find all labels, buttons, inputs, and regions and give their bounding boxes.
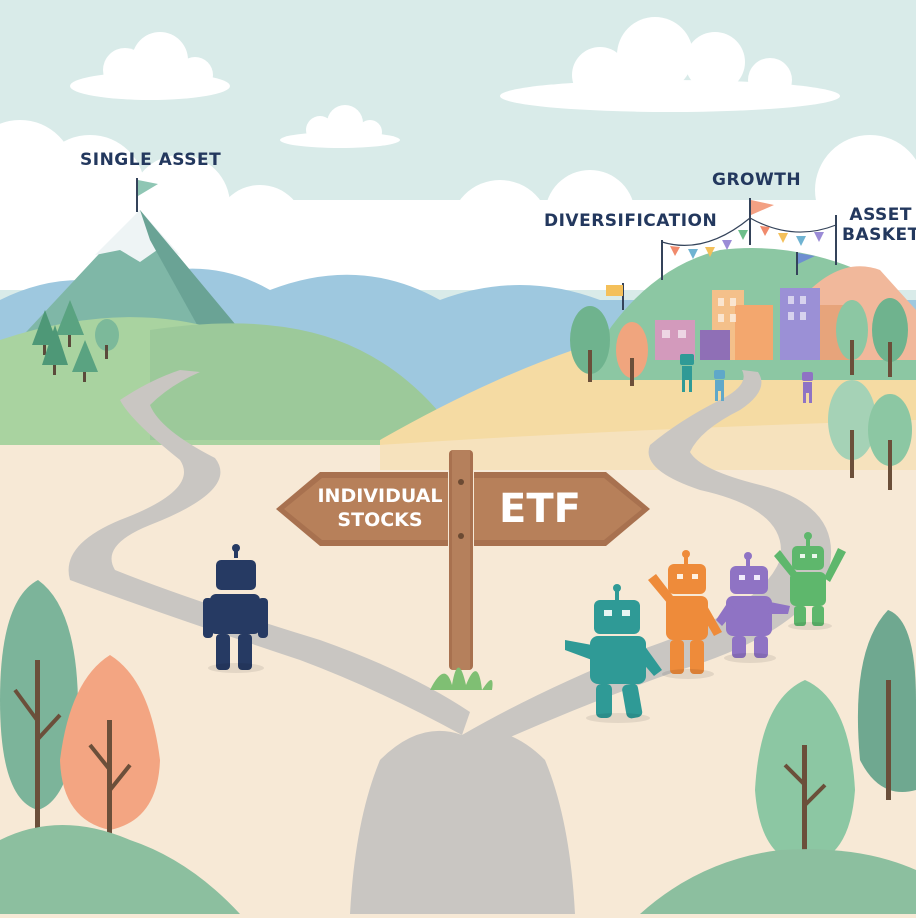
signpost-icon (276, 450, 650, 690)
town-trees (570, 298, 912, 490)
robot-purple-icon (716, 552, 790, 658)
middle-hill (150, 323, 460, 440)
robot-teal-icon (565, 584, 662, 719)
label-growth: GROWTH (712, 170, 802, 190)
label-basket-line: BASKET (842, 225, 916, 245)
sign-left-line2: STOCKS (337, 509, 423, 531)
mountain-peak-flag-icon (136, 178, 158, 212)
left-bush (0, 825, 240, 914)
tree-icon (828, 380, 876, 478)
tree-icon (0, 580, 79, 830)
label-asset-line: ASSET (849, 205, 912, 225)
robot-icon (714, 370, 725, 401)
tree-icon (616, 322, 648, 386)
foreground-right-trees (640, 610, 916, 914)
paths (68, 370, 832, 914)
distant-robots (680, 354, 813, 403)
left-hill-trees (32, 300, 119, 382)
bunting-flags-icon (606, 198, 837, 310)
cloud-icon (280, 105, 400, 148)
robot-icon (802, 372, 813, 403)
foreground-left-trees (0, 580, 240, 914)
label-asset-basket: ASSET BASKET (842, 205, 916, 245)
sign-etf: ETF (499, 486, 581, 532)
tree-icon (60, 655, 160, 860)
cloud-icon (70, 32, 230, 100)
tree-icon (872, 298, 908, 377)
robot-icon (680, 354, 694, 392)
label-single-asset: SINGLE ASSET (80, 150, 222, 170)
robot-green-icon (774, 532, 846, 626)
sign-individual-stocks: INDIVIDUAL STOCKS (300, 484, 460, 532)
tree-icon (755, 680, 855, 865)
tree-icon (95, 319, 119, 359)
right-bush (640, 849, 916, 914)
sign-left-line1: INDIVIDUAL (317, 485, 443, 507)
tree-icon (857, 610, 916, 800)
tree-icon (72, 340, 98, 382)
robot-orange-icon (648, 550, 722, 674)
cloud-icon (500, 17, 840, 112)
tree-icon (836, 300, 868, 375)
tree-icon (868, 394, 912, 490)
tree-icon (42, 325, 68, 375)
robot-navy-icon (203, 544, 268, 670)
robot-shadows (208, 622, 832, 723)
tree-icon (56, 300, 84, 347)
clouds (0, 17, 916, 290)
ground-right-tint (380, 420, 916, 470)
tree-icon (570, 306, 610, 382)
label-diversification: DIVERSIFICATION (544, 211, 718, 231)
